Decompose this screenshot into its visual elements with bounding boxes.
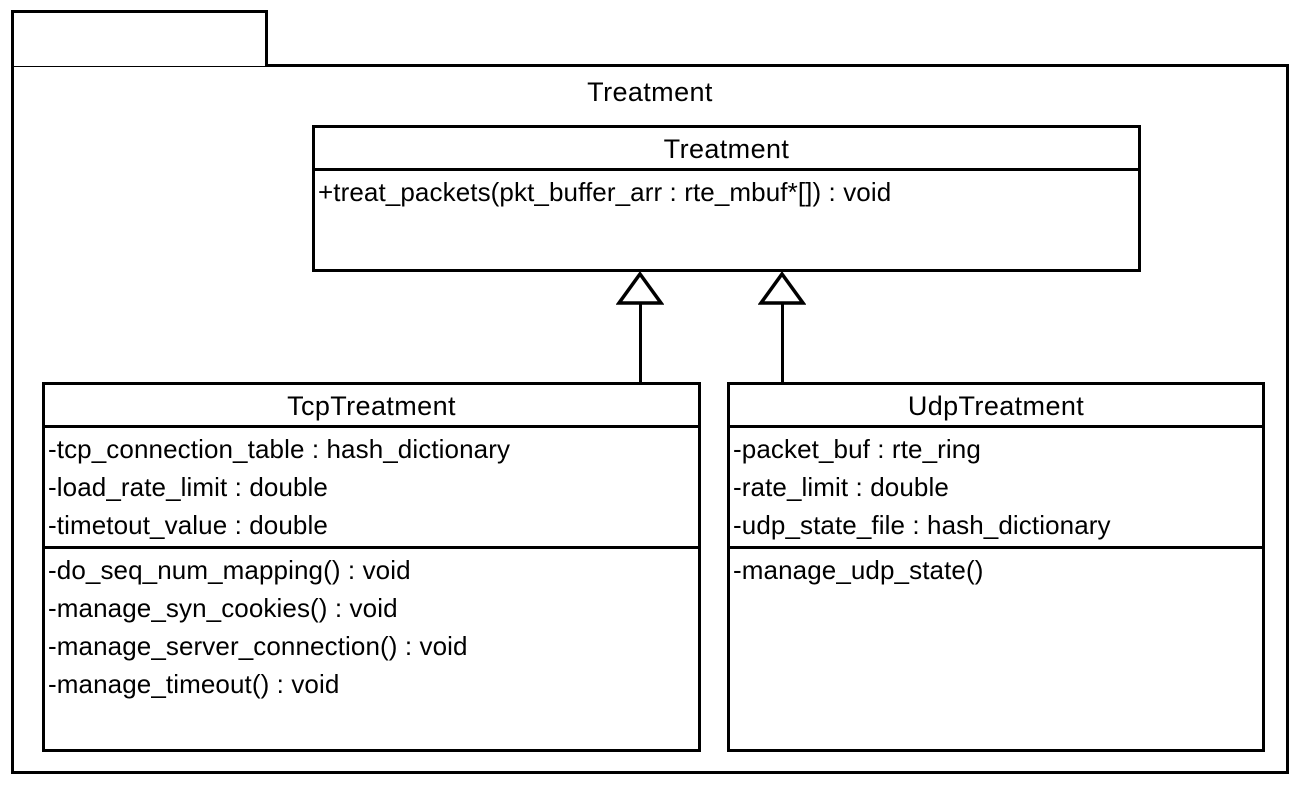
operation-row: -manage_timeout() : void — [48, 669, 340, 699]
generalization-arrow-udptreatment — [758, 272, 806, 306]
operations-compartment-treatment: +treat_packets(pkt_buffer_arr : rte_mbuf… — [315, 171, 1138, 269]
uml-class-tcptreatment[interactable]: TcpTreatment -tcp_connection_table : has… — [42, 382, 701, 752]
operation-row: -manage_udp_state() — [733, 555, 984, 585]
class-name-treatment: Treatment — [315, 128, 1138, 171]
package-tab — [11, 10, 268, 66]
attribute-row: -timetout_value : double — [48, 510, 328, 540]
operation-row: -manage_syn_cookies() : void — [48, 593, 398, 623]
attribute-row: -tcp_connection_table : hash_dictionary — [48, 434, 511, 464]
uml-class-treatment[interactable]: Treatment +treat_packets(pkt_buffer_arr … — [312, 125, 1141, 272]
operation-row: -do_seq_num_mapping() : void — [48, 555, 411, 585]
attribute-row: -rate_limit : double — [733, 472, 949, 502]
package-name-label: Treatment — [587, 77, 713, 107]
attribute-row: -udp_state_file : hash_dictionary — [733, 510, 1111, 540]
generalization-line-tcptreatment — [639, 303, 642, 385]
attribute-row: -packet_buf : rte_ring — [733, 434, 981, 464]
uml-class-udptreatment[interactable]: UdpTreatment -packet_buf : rte_ring -rat… — [727, 382, 1265, 752]
class-name-tcptreatment: TcpTreatment — [45, 385, 698, 428]
attributes-compartment-tcptreatment: -tcp_connection_table : hash_dictionary … — [45, 428, 698, 549]
generalization-arrow-tcptreatment — [616, 272, 664, 306]
operations-compartment-tcptreatment: -do_seq_num_mapping() : void -manage_syn… — [45, 549, 698, 749]
operations-compartment-udptreatment: -manage_udp_state() — [730, 549, 1262, 749]
attributes-compartment-udptreatment: -packet_buf : rte_ring -rate_limit : dou… — [730, 428, 1262, 549]
generalization-line-udptreatment — [781, 303, 784, 385]
attribute-row: -load_rate_limit : double — [48, 472, 328, 502]
class-name-udptreatment: UdpTreatment — [730, 385, 1262, 428]
operation-row: +treat_packets(pkt_buffer_arr : rte_mbuf… — [318, 177, 892, 207]
operation-row: -manage_server_connection() : void — [48, 631, 468, 661]
